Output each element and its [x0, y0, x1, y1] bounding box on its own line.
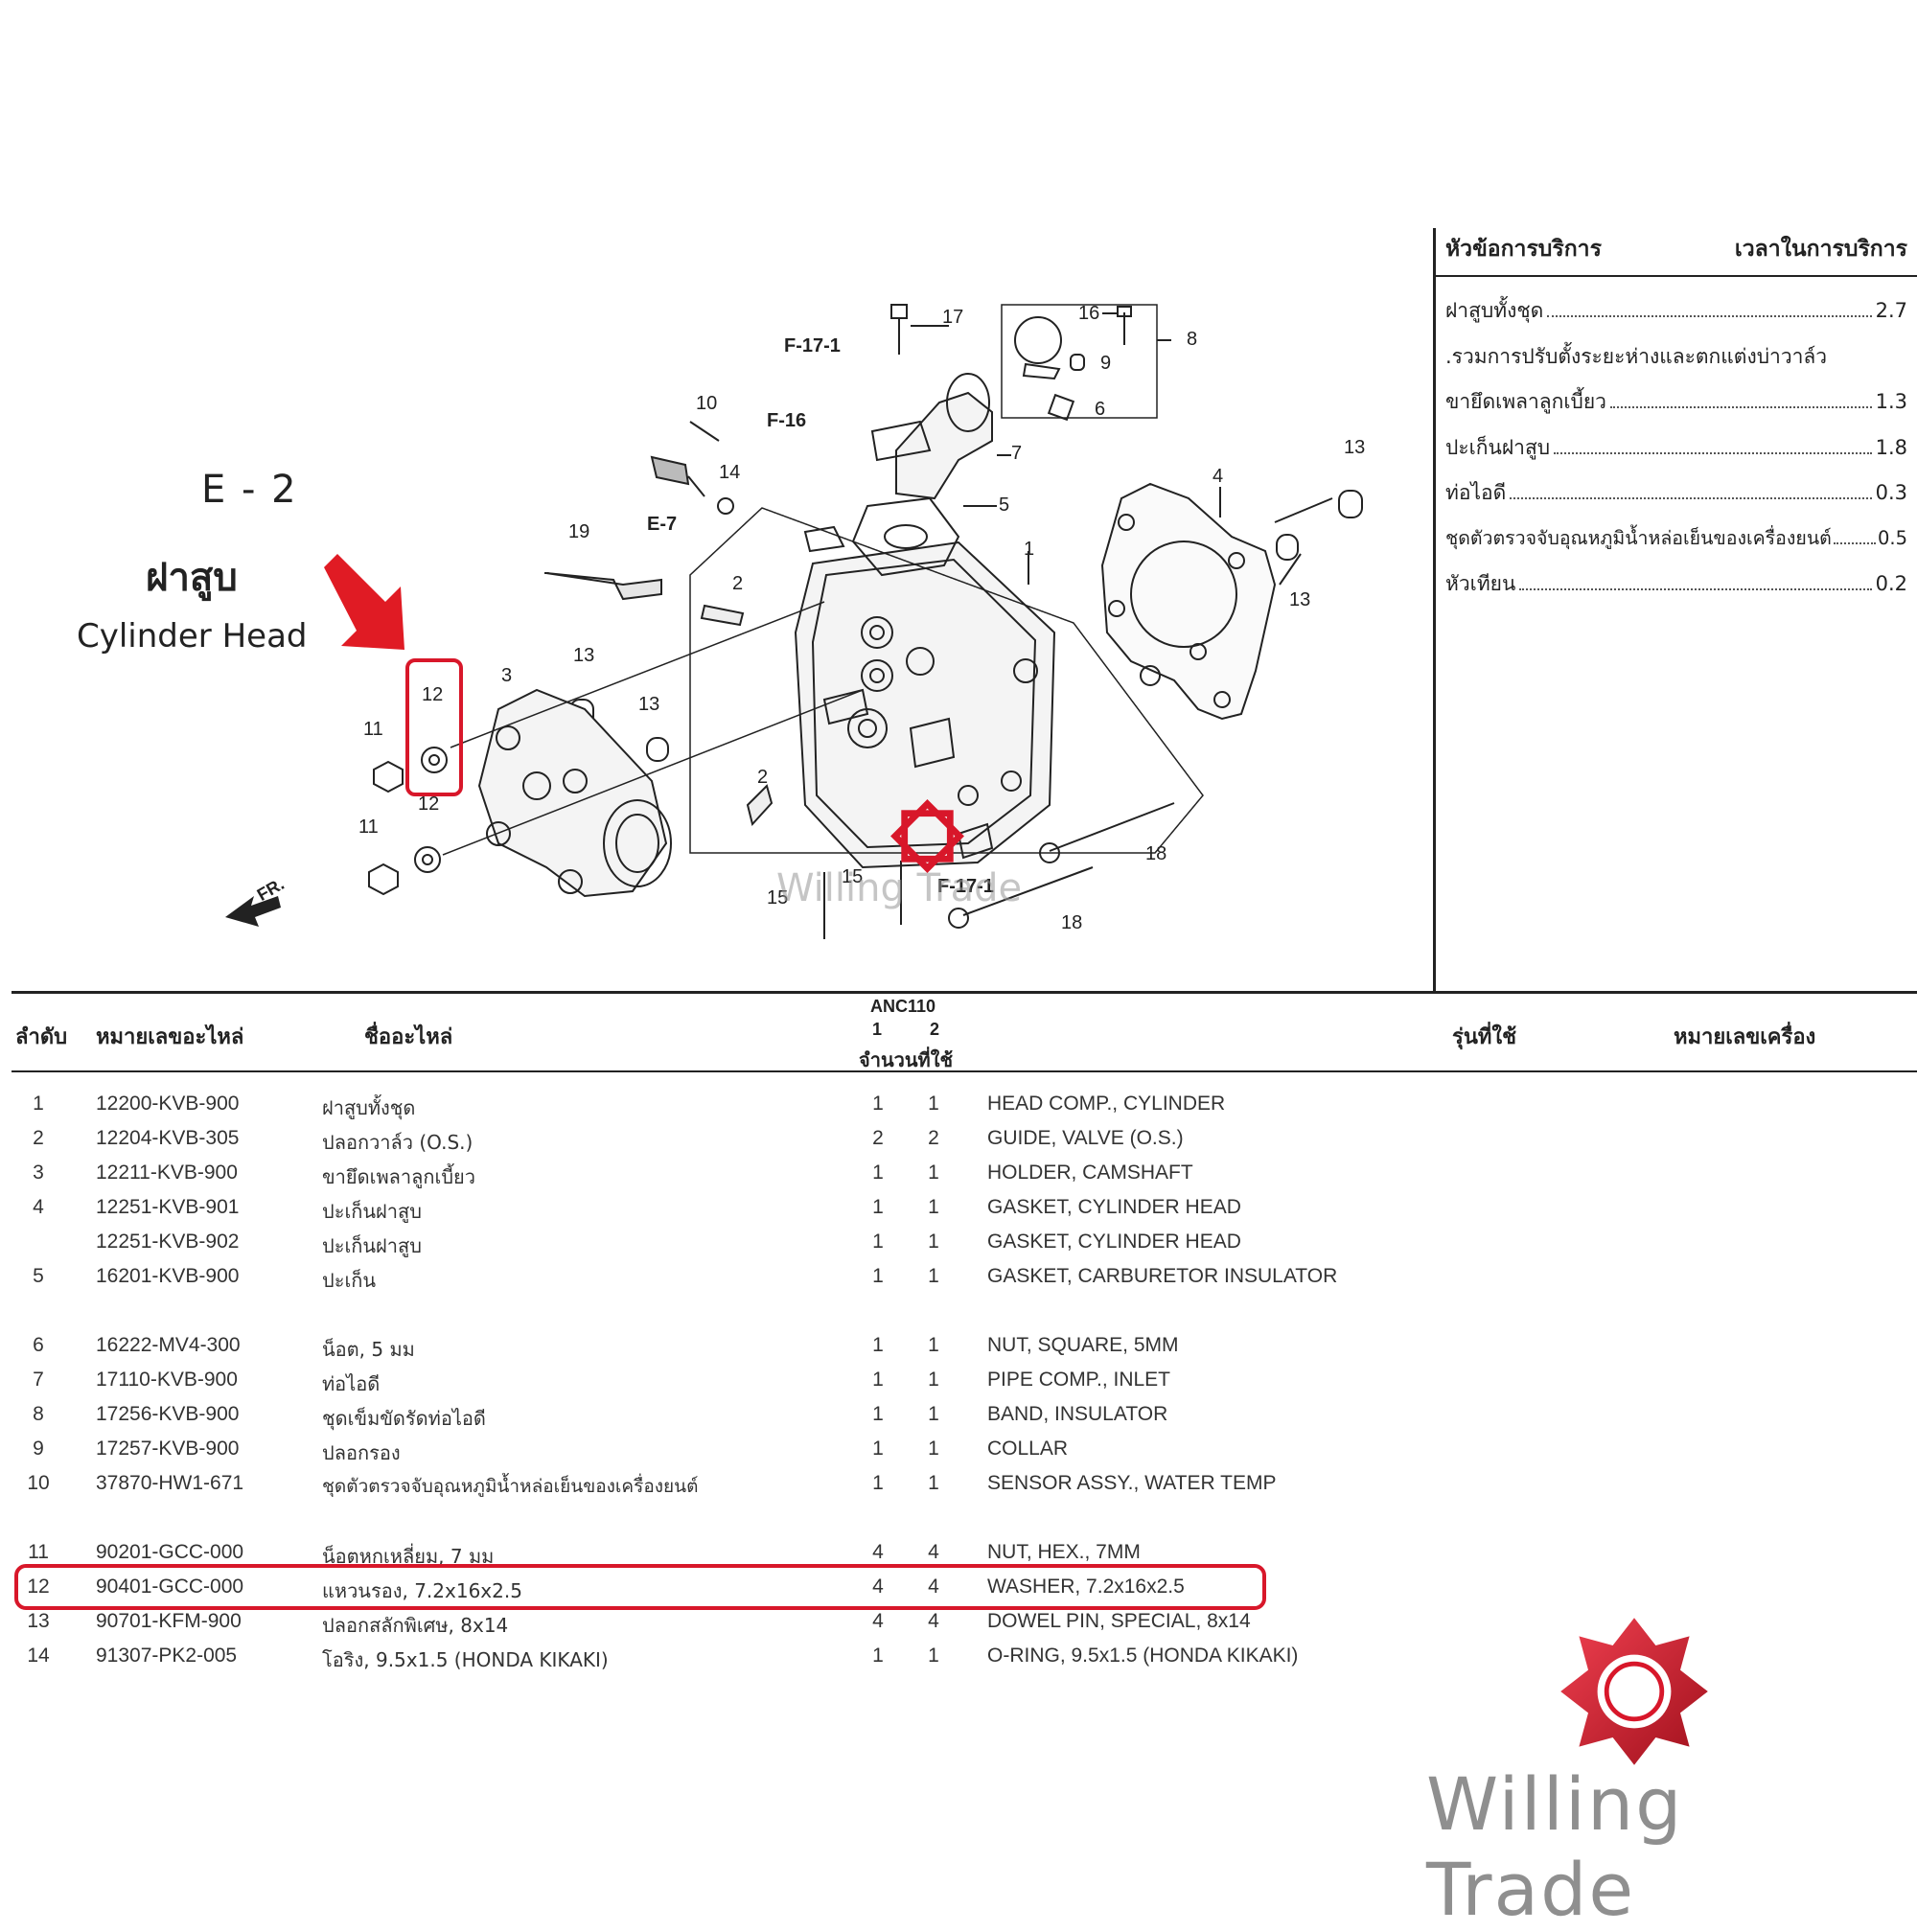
callout-15-a: 15	[842, 866, 864, 887]
col-header-engine-number: หมายเลขเครื่อง	[1674, 1025, 1816, 1049]
callout-2-b: 2	[757, 767, 769, 788]
col-header-part-number: หมายเลขอะไหล่	[96, 1025, 244, 1049]
callout-9: 9	[1100, 353, 1112, 374]
callout-2-a: 2	[732, 573, 744, 594]
brand-logo-icon	[1560, 1618, 1708, 1765]
callout-4: 4	[1213, 466, 1224, 487]
table-header-rule	[12, 1070, 1917, 1072]
pointer-arrow-icon	[324, 554, 404, 650]
page-code: E - 2	[201, 468, 298, 512]
diagram-watermark: Willing Trade	[776, 866, 1023, 910]
callout-13-c: 13	[573, 645, 595, 666]
callout-8: 8	[1187, 329, 1198, 350]
callout-5: 5	[999, 494, 1010, 516]
callout-7: 7	[1011, 443, 1023, 464]
col-header-part-name: ชื่ออะไหล่	[364, 1025, 453, 1049]
service-row: ชุดตัวตรวจจับอุณหภูมิน้ำหล่อเย็นของเครื่…	[1445, 526, 1907, 549]
callout-13-a: 13	[1344, 437, 1366, 458]
callout-13-b: 13	[1289, 589, 1311, 610]
highlight-part-12	[405, 658, 463, 796]
callout-12-a: 12	[422, 684, 444, 705]
callout-18-b: 18	[1061, 912, 1083, 933]
ref-e-7: E-7	[647, 514, 678, 535]
service-time-header: หัวข้อการบริการ เวลาในการบริการ	[1445, 232, 1907, 266]
page-title-thai: ฝาสูบ	[146, 556, 238, 600]
ref-f-16: F-16	[767, 410, 807, 431]
service-item-heading: หัวข้อการบริการ	[1445, 237, 1602, 262]
ref-f-17-1-top: F-17-1	[784, 335, 841, 356]
service-header-divider	[1435, 275, 1917, 277]
logo-mark-small-icon	[890, 799, 964, 873]
callout-13-d: 13	[638, 694, 660, 715]
callout-1: 1	[1024, 539, 1035, 560]
callout-18-a: 18	[1145, 843, 1167, 864]
callout-3: 3	[501, 665, 513, 686]
col-header-model: ANC110	[870, 997, 936, 1016]
service-row: .รวมการปรับตั้งระยะห่างและตกแต่งบ่าวาล์ว	[1445, 344, 1828, 368]
brand-logo-text: Willing Trade	[1426, 1761, 1684, 1932]
callout-15-b: 15	[767, 887, 789, 908]
page-title-english: Cylinder Head	[77, 617, 308, 656]
callout-14: 14	[719, 462, 741, 483]
service-row: ท่อไอดี0.3	[1445, 481, 1907, 504]
service-time-heading: เวลาในการบริการ	[1734, 237, 1907, 262]
table-top-rule	[12, 991, 1917, 994]
col-header-no: ลำดับ	[15, 1025, 68, 1049]
callout-19: 19	[568, 521, 590, 542]
callout-17: 17	[942, 307, 964, 328]
callout-11-a: 11	[363, 719, 383, 740]
callout-6: 6	[1095, 399, 1106, 420]
col-header-applicable-model: รุ่นที่ใช้	[1452, 1025, 1517, 1049]
col-header-qty-2: 2	[930, 1020, 940, 1039]
col-header-qty-1: 1	[872, 1020, 883, 1039]
ref-f-17-1-bottom: F-17-1	[937, 876, 994, 897]
exploded-parts-diagram	[225, 304, 1363, 939]
callout-16: 16	[1078, 303, 1100, 324]
callout-11-b: 11	[358, 816, 379, 838]
highlight-row-12	[14, 1564, 1266, 1610]
callout-12-b: 12	[418, 794, 440, 815]
service-time-panel	[1433, 228, 1917, 992]
col-header-quantity: จำนวนที่ใช้	[859, 1048, 954, 1071]
callout-10: 10	[696, 393, 718, 414]
